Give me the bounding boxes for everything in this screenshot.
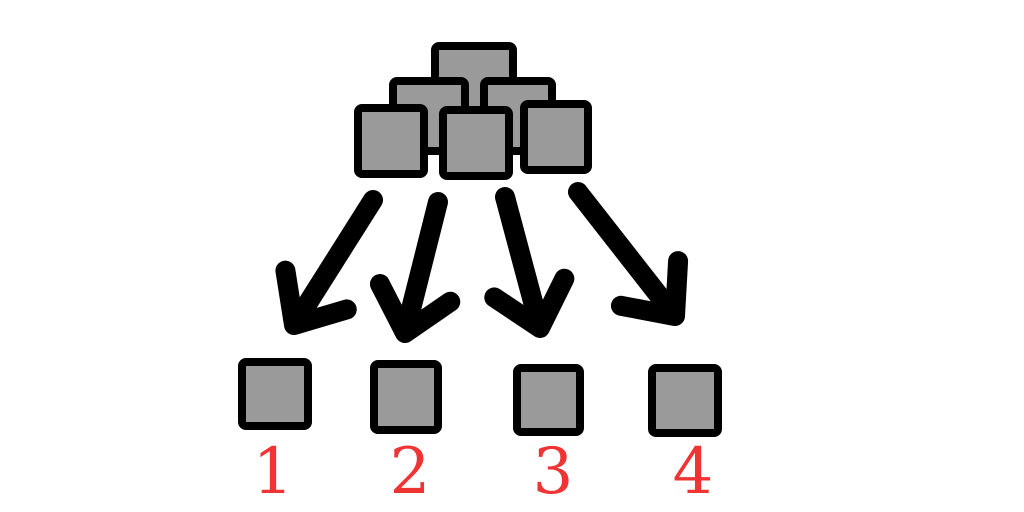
label-4: 4 <box>672 435 714 509</box>
label-1: 1 <box>252 435 294 509</box>
pile-box-front-center <box>439 106 513 180</box>
arrow-1 <box>275 190 383 335</box>
arrows <box>275 182 689 343</box>
target-box-4 <box>648 364 722 437</box>
arrow-4 <box>568 182 689 326</box>
arrow-2 <box>369 192 461 343</box>
source-pile <box>354 42 592 180</box>
arrow-3 <box>484 187 575 338</box>
label-3: 3 <box>532 435 574 509</box>
pile-box-front-left <box>354 104 428 178</box>
target-box-2 <box>370 360 442 434</box>
target-box-3 <box>513 364 584 436</box>
target-box-1 <box>238 358 312 430</box>
pile-box-front-right <box>520 100 592 174</box>
target-boxes <box>238 358 722 437</box>
label-2: 2 <box>389 435 431 509</box>
